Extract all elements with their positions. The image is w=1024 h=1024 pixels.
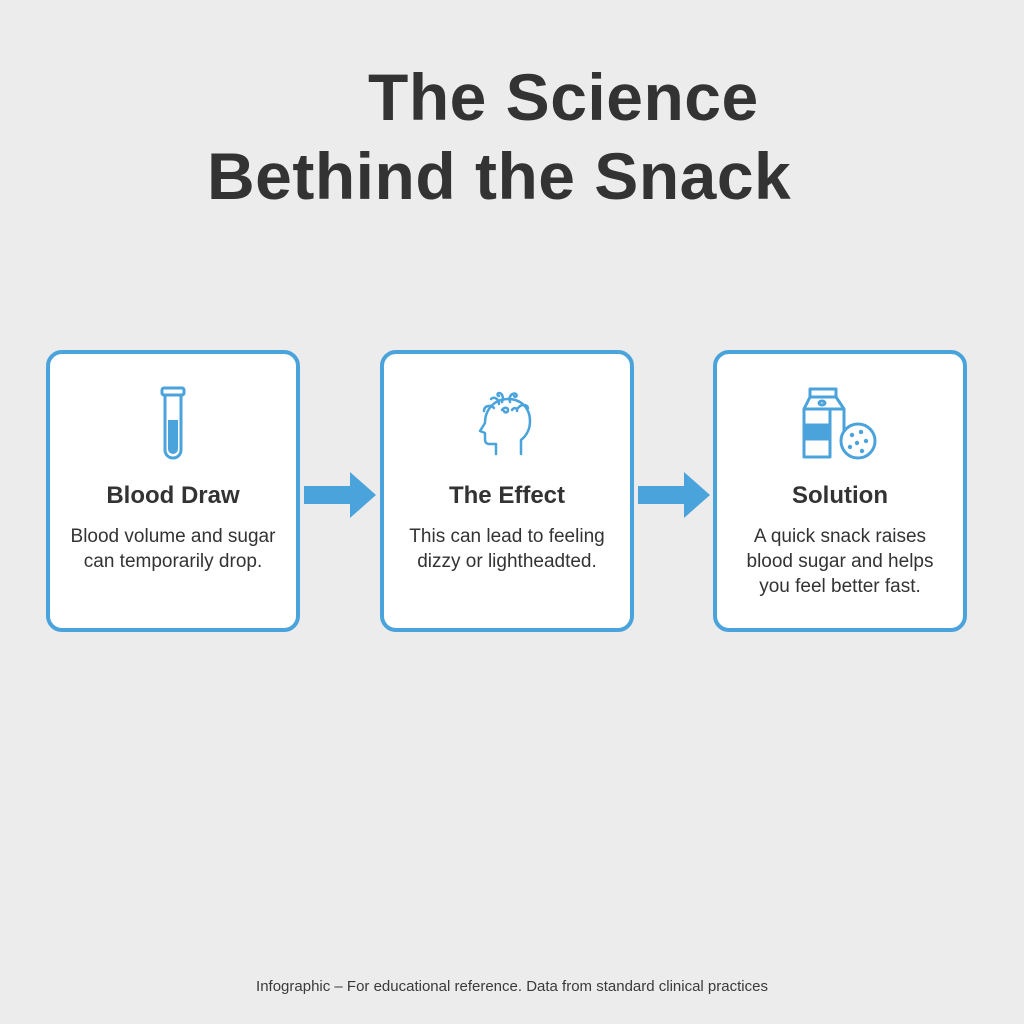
step-heading: Blood Draw — [106, 482, 240, 509]
milk-carton-cookie-icon — [795, 384, 885, 464]
arrow-right-icon — [638, 472, 710, 518]
step-description: A quick snack raises blood sugar and hel… — [746, 526, 934, 597]
step-heading: The Effect — [448, 482, 565, 509]
dizzy-head-icon — [462, 384, 552, 464]
step-description: Blood volume and sugar can temporarily d… — [70, 526, 276, 572]
step-card-blood-draw: Blood Draw Blood volume and sugar can te… — [46, 350, 300, 632]
title-line-2: Bethind the Snack — [207, 139, 792, 213]
step-heading: Solution — [792, 482, 888, 509]
footer-note: Infographic – For educational reference.… — [256, 978, 768, 995]
step-description: This can lead to feeling dizzy or lighth… — [409, 526, 605, 572]
arrow-right-icon — [304, 472, 376, 518]
test-tube-icon — [128, 384, 218, 464]
step-card-solution: Solution A quick snack raises blood suga… — [713, 350, 967, 632]
step-card-the-effect: The Effect This can lead to feeling dizz… — [380, 350, 634, 632]
title-line-1: The Science — [368, 60, 759, 134]
